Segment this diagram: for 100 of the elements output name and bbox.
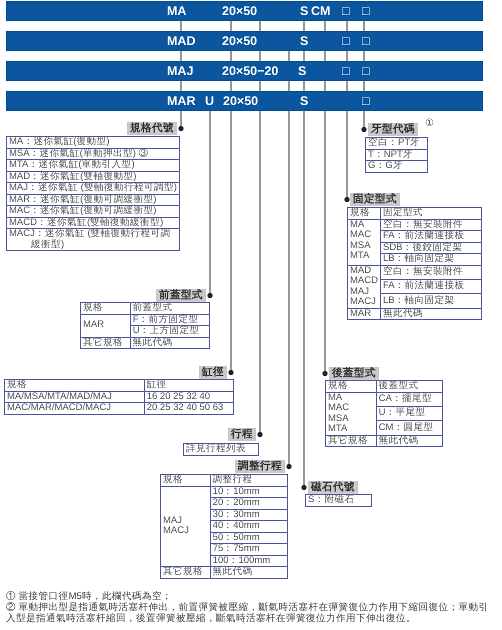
footnote-mark: ① [425,117,434,129]
model-code: MAJ [167,64,194,78]
table-cell: 無此代碼 [380,308,482,320]
table-cell: MACD：迷你氣缸(雙軸復動緩衝型) [6,217,180,228]
section-heading: 後蓋型式 [329,367,379,380]
model-code: □ [342,4,350,18]
table-cell: 規格 [326,380,376,392]
code-bar [6,91,483,111]
table-cell: S：附磁石 [306,494,372,506]
table-cell: 固定型式 [380,208,482,219]
table-cell: MSA：迷你氣缸(單動押出型) ③ [6,148,180,160]
table-cell: MAJ MACJ [160,486,210,566]
table-cell: MA MAC MSA MTA [348,219,380,265]
table-cell: U：上方固定型 [130,326,210,337]
model-code: S [300,34,308,48]
model-code: 20×50 [223,94,258,108]
table-cell: 無此代碼 [210,566,288,578]
table-cell: FA：前法蘭連接板 [380,230,482,242]
table-cell: 其它規格 [160,566,210,578]
section-heading: 調整行程 [235,460,285,473]
table-cell: CA：擺尾型 [376,392,442,406]
model-code: U [205,94,214,108]
table-cell: MACJ：迷你氣缸 (雙軸復動行程可調緩衝型) [6,228,180,250]
model-code: S [300,94,308,108]
model-code: S [300,4,308,18]
table-cell: 空白：PT牙 [366,138,428,149]
table-cell: 20 25 32 40 50 63 [144,402,234,414]
table-cell: FA：前法蘭連接板 [380,279,482,294]
table-cell: SDB：後鉸固定架 [380,242,482,254]
leader-line [286,51,292,470]
model-code: □ [362,34,370,48]
model-code: MAR [167,94,196,108]
section-heading: 規格代號 [127,122,177,135]
table-cell: CM：圓尾型 [376,420,442,435]
table-cell: 調整行程 [210,474,288,486]
table-cell: 10：10mm [210,486,288,498]
table-cell: 75：75mm [210,544,288,555]
section-heading: 行程 [228,428,256,441]
table-cell: G：G牙 [366,160,428,172]
table-cell: MA MAC MSA MTA [326,392,376,435]
table-cell: 詳見行程列表 [184,444,258,455]
table-cell: MTA：迷你氣缸(單動引入型) [6,160,180,171]
table-cell: 後蓋型式 [376,380,442,392]
model-code: □ [362,4,370,18]
leader-line [207,111,213,298]
table-cell: MA/MSA/MTA/MAD/MAJ [4,391,144,402]
section-heading: 前蓋型式 [156,289,206,302]
table-cell: U：平尾型 [376,406,442,421]
code-bar [6,1,483,21]
table-cell: 無此代碼 [376,435,442,446]
table-cell: MA：迷你氣缸(復動型) [6,136,180,148]
table-cell: 20：20mm [210,498,288,509]
table-cell: MAR：迷你氣缸(復動可調緩衝型) [6,194,180,206]
table-cell: MAR [80,314,130,337]
table-cell: MAR [348,308,380,320]
table-cell: F：前方固定型 [130,314,210,326]
table-cell: 100：100mm [210,555,288,566]
table-cell: MAJ：迷你氣缸 (雙軸復動行程可調型) [6,182,180,194]
code-bar [6,61,483,81]
model-code: CM [311,4,330,18]
table-cell: 規格 [160,474,210,486]
model-code: MA [167,4,186,18]
model-code: 20×50−20 [222,64,278,78]
table-cell: 前蓋型式 [130,302,210,314]
table-cell: 缸徑 [144,380,234,391]
table-cell: 空白：無安裝附件 [380,219,482,230]
table-cell: 16 20 25 32 40 [144,391,234,402]
code-bar [6,31,483,51]
table-cell: T：NPT牙 [366,149,428,160]
table-cell: 規格 [4,380,144,391]
table-cell: 規格 [348,208,380,219]
model-code: □ [362,64,370,78]
table-cell: MAC：迷你氣缸(復動可調緩衝型) [6,206,180,217]
table-cell: 其它規格 [326,435,376,446]
model-code: 20×50 [222,34,258,48]
model-code: □ [362,94,370,108]
model-code: S [298,64,306,78]
model-code: □ [342,34,350,48]
model-code: □ [342,64,350,78]
leader-line [301,21,307,490]
table-cell: 規格 [80,302,130,314]
table-cell: LB：軸向固定架 [380,294,482,308]
note-text: ① 當接管口徑M5時，此欄代碼為空； [6,591,173,602]
section-heading: 缸徑 [199,366,227,379]
section-heading: 磁石代號 [308,481,358,494]
table-cell: 空白：無安裝附件 [380,265,482,280]
table-cell: 其它規格 [80,337,130,348]
table-cell: MAC/MAR/MACD/MACJ [4,402,144,414]
model-code: 20×50 [222,4,258,18]
table-cell: 無此代碼 [130,337,210,348]
section-heading: 固定型式 [350,193,400,206]
table-cell: MAD：迷你氣缸(雙軸復動型) [6,171,180,182]
table-cell: 30：30mm [210,509,288,520]
note-text: ② 單動押出型是指通氣時活塞杆伸出，前置彈簧被壓縮，斷氣時活塞杆在彈簧復位力作用下縮回復位；單動引入型是指通氣時活塞杆縮回，後置彈簧被壓縮，斷氣時活塞杆在彈簧復位力作用下伸出復位。 [6,602,490,624]
section-heading: 牙型代碼 [368,123,418,136]
table-cell: 40：40mm [210,520,288,532]
table-cell: LB：軸向固定架 [380,254,482,265]
table-cell: 50：50mm [210,532,288,544]
table-cell: MAD MACD MAJ MACJ [348,265,380,308]
model-code: MAD [167,34,196,48]
